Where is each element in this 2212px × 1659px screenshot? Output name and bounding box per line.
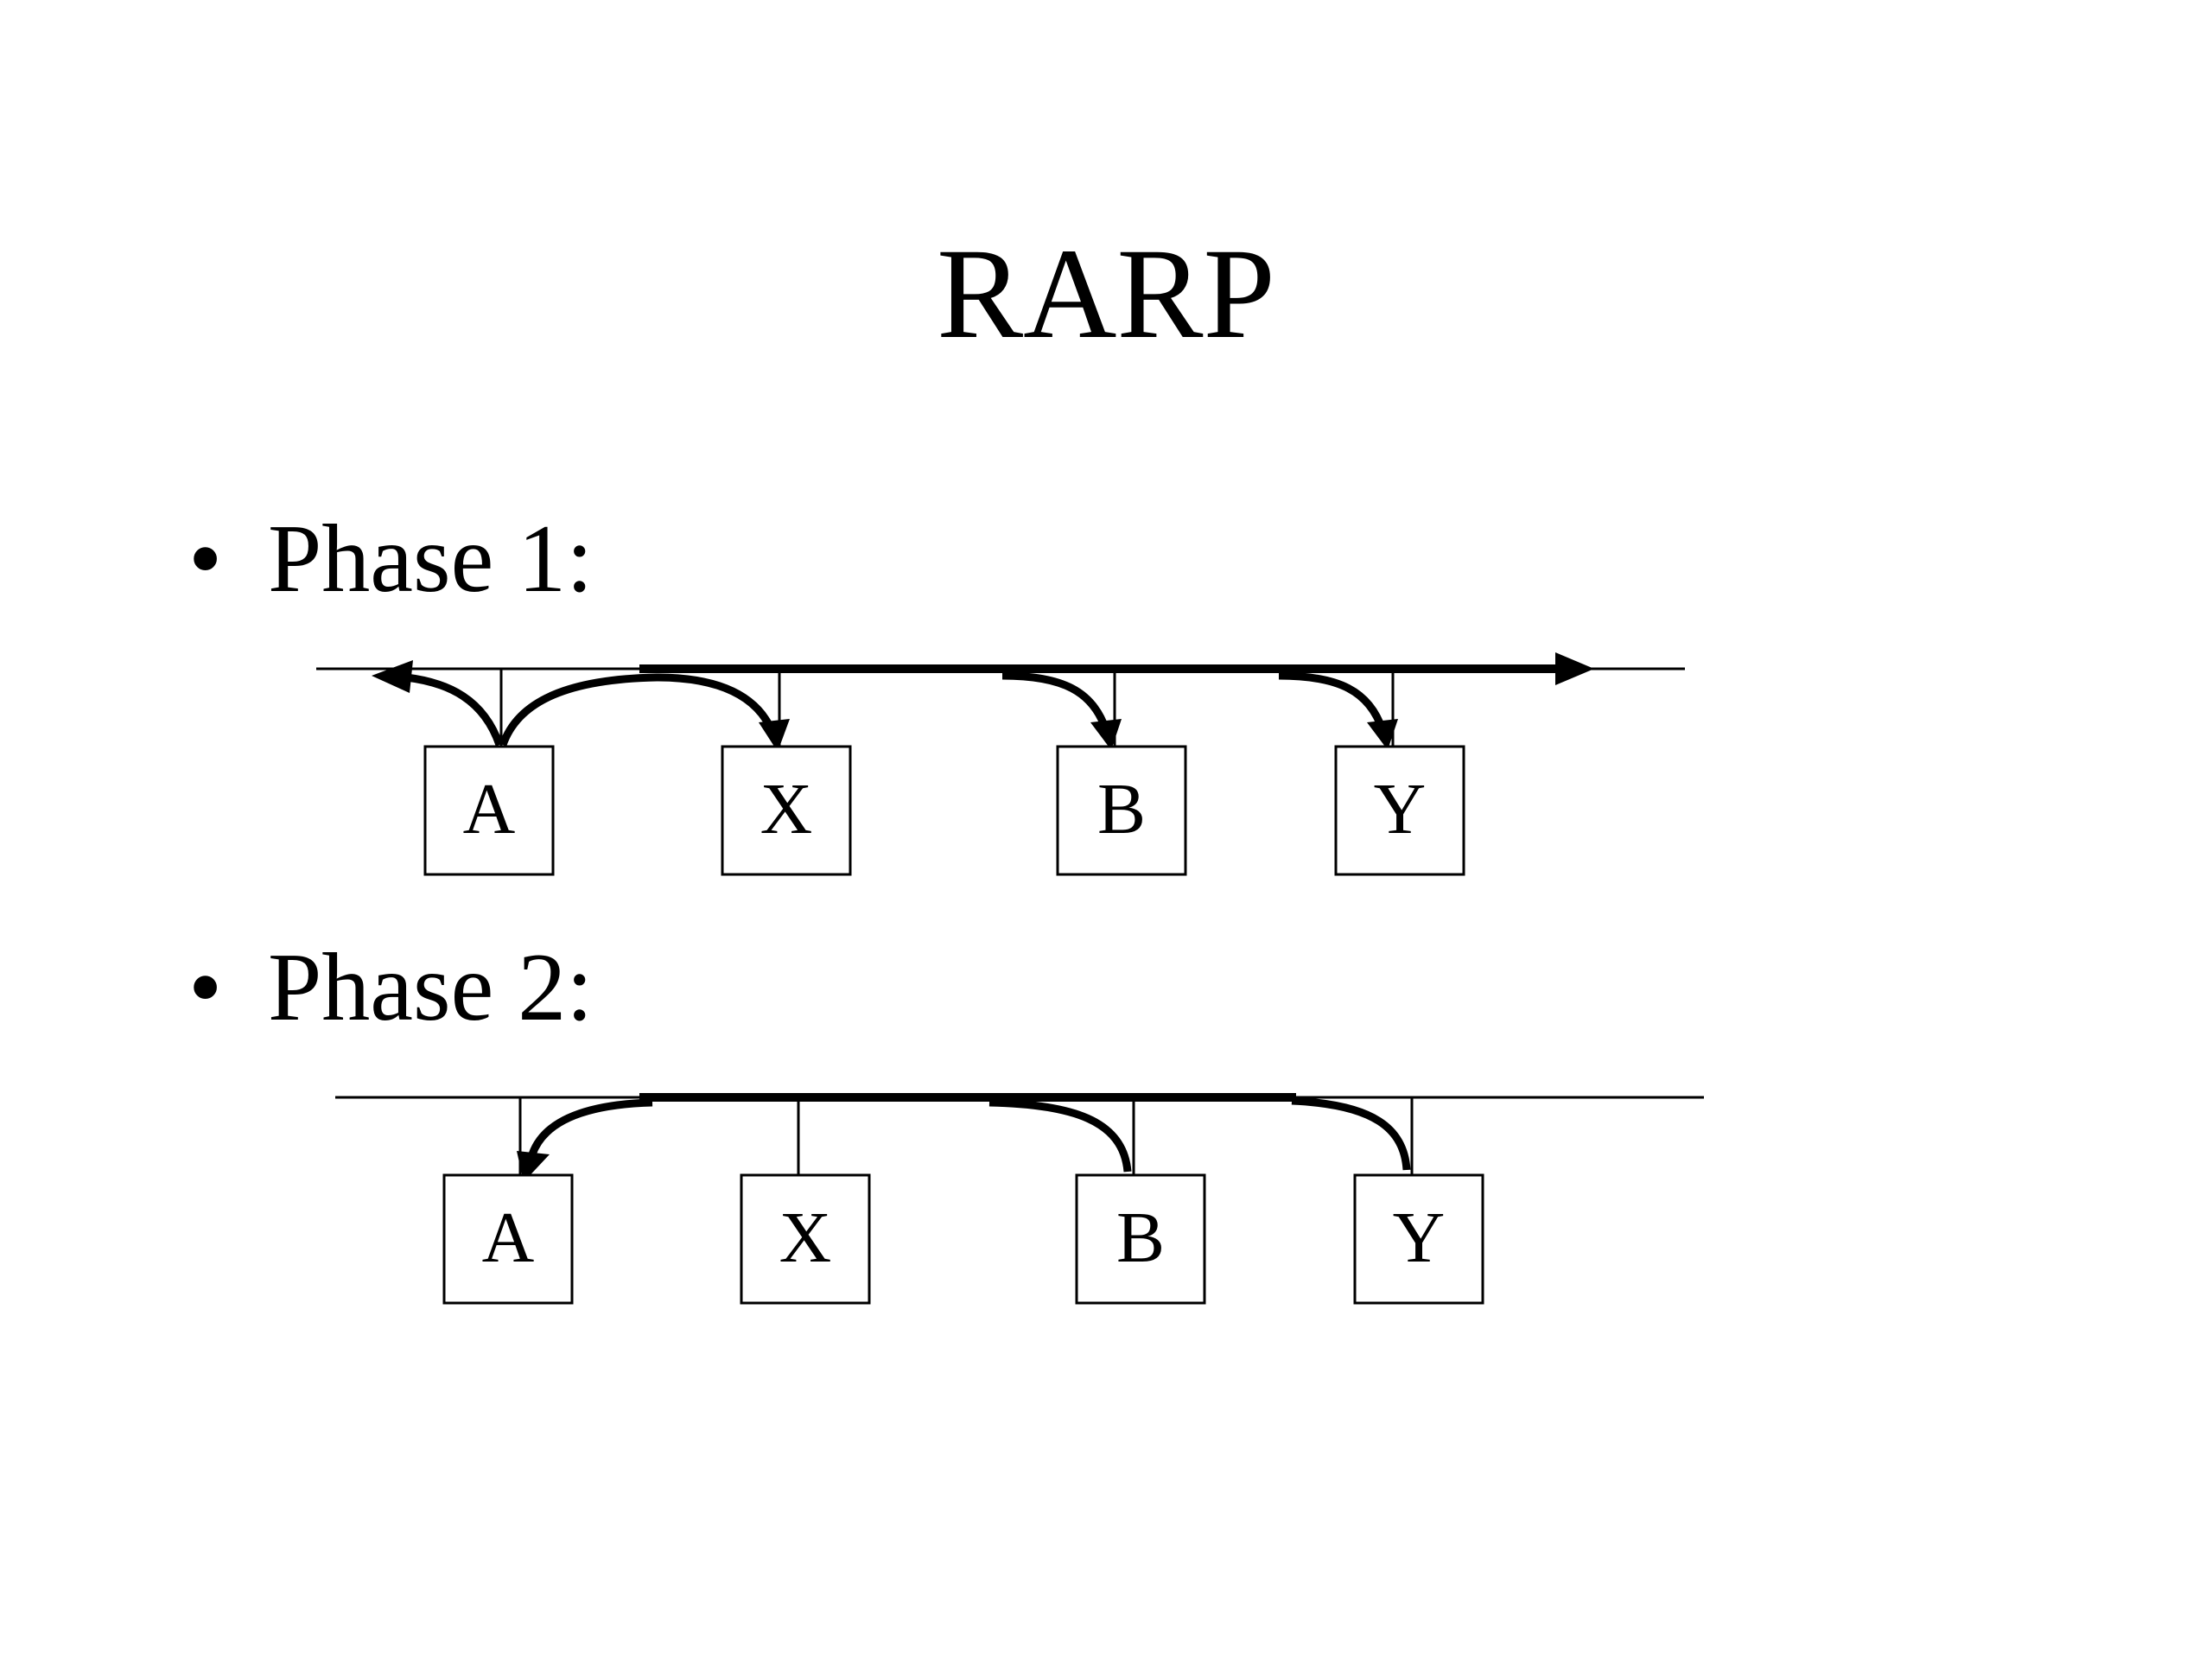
a-right-arc: [499, 673, 778, 747]
node-a: A: [442, 1173, 574, 1305]
phase-1-bullet: • Phase 1:: [188, 503, 593, 615]
phase-2-diagram: A X B Y: [335, 1093, 1704, 1305]
a-left-arc: [405, 673, 504, 747]
node-label: A: [482, 1198, 535, 1278]
slide-title: RARP: [937, 222, 1275, 365]
b-arrowhead: [1090, 719, 1122, 750]
bullet-dot: •: [188, 505, 223, 613]
node-label: B: [1116, 1198, 1165, 1278]
node-label: B: [1097, 769, 1146, 849]
x-arrowhead: [759, 719, 790, 752]
node-label: X: [760, 769, 813, 849]
phase-1-label: Phase 1:: [268, 505, 594, 613]
node-x: X: [721, 745, 852, 876]
node-a: A: [423, 745, 555, 876]
broadcast-arrowhead-right: [1555, 652, 1594, 685]
node-label: A: [463, 769, 516, 849]
node-b: B: [1075, 1173, 1206, 1305]
a-arc: [528, 1098, 653, 1156]
phase-1-diagram: A X B Y: [316, 652, 1685, 876]
node-label: X: [779, 1198, 832, 1278]
node-label: Y: [1374, 769, 1427, 849]
a-left-arrowhead: [372, 660, 413, 693]
node-x: X: [740, 1173, 871, 1305]
node-y: Y: [1334, 745, 1465, 876]
b-arc: [1001, 671, 1110, 732]
node-label: Y: [1393, 1198, 1446, 1278]
node-y: Y: [1353, 1173, 1484, 1305]
b-arc: [988, 1098, 1132, 1173]
y-arrowhead: [1367, 719, 1398, 750]
y-arc: [1291, 1096, 1411, 1171]
y-arc: [1278, 671, 1387, 732]
bullet-dot: •: [188, 934, 223, 1041]
phase-2-bullet: • Phase 2:: [188, 931, 593, 1044]
phase-2-label: Phase 2:: [268, 934, 594, 1041]
node-b: B: [1056, 745, 1187, 876]
